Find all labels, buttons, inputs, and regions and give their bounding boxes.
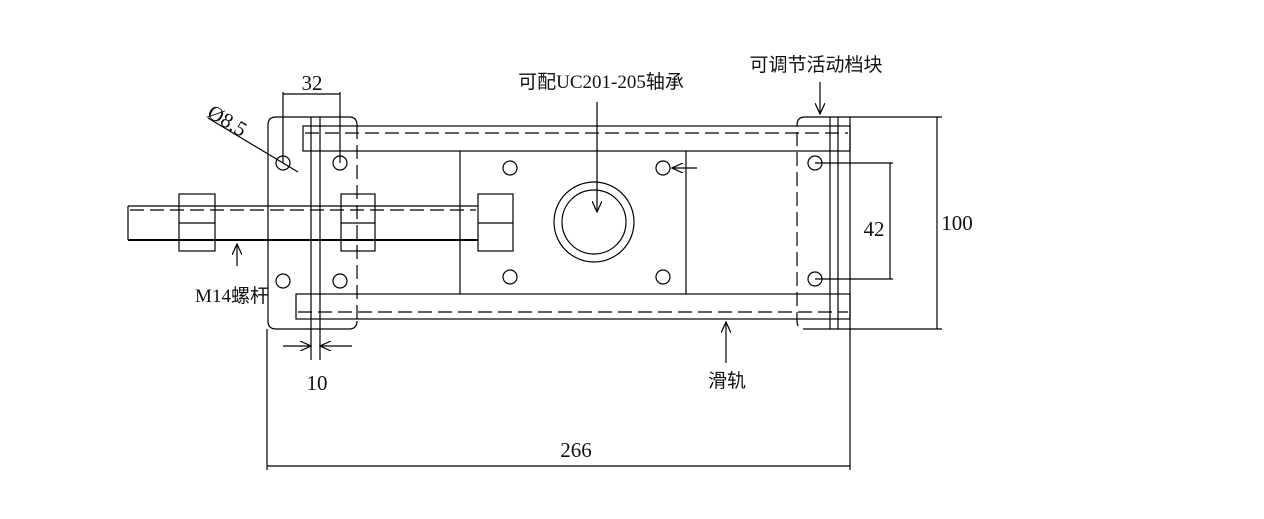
dim-10: 10 [283, 346, 352, 395]
dim-42-label: 42 [864, 217, 885, 241]
dim-hole-diameter: Ø8.5 [203, 100, 299, 173]
bearing-label: 可配UC201-205轴承 [518, 71, 684, 93]
stop-block-label: 可调节活动档块 [749, 54, 882, 76]
dim-266-label: 266 [560, 438, 592, 462]
bottom-rail [295, 293, 851, 320]
dim-100: 100 [850, 116, 973, 330]
dim-32: 32 [282, 71, 341, 163]
dim-32-label: 32 [302, 71, 323, 95]
rail-label: 滑轨 [708, 370, 746, 392]
mount-hole [275, 273, 291, 289]
hole-diameter-label: Ø8.5 [203, 100, 251, 142]
bearing-outer [553, 181, 635, 263]
mount-hole [332, 273, 348, 289]
adjustable-stop-block [796, 116, 851, 470]
rod-callout: M14螺杆 [195, 244, 269, 307]
left-end-plate [267, 116, 358, 360]
bearing-inner [561, 189, 627, 255]
bearing-plate [459, 151, 687, 294]
top-rail [302, 125, 851, 152]
dim-100-label: 100 [941, 211, 973, 235]
rod-label: M14螺杆 [195, 285, 269, 307]
dim-42: 42 [815, 162, 893, 280]
stop-block-callout: 可调节活动档块 [749, 54, 883, 114]
dim-10-label: 10 [307, 371, 328, 395]
m14-threaded-rod [127, 193, 514, 252]
rail-callout: 滑轨 [708, 322, 746, 392]
dim-266: 266 [266, 329, 850, 470]
bearing-callout: 可配UC201-205轴承 [518, 71, 684, 212]
